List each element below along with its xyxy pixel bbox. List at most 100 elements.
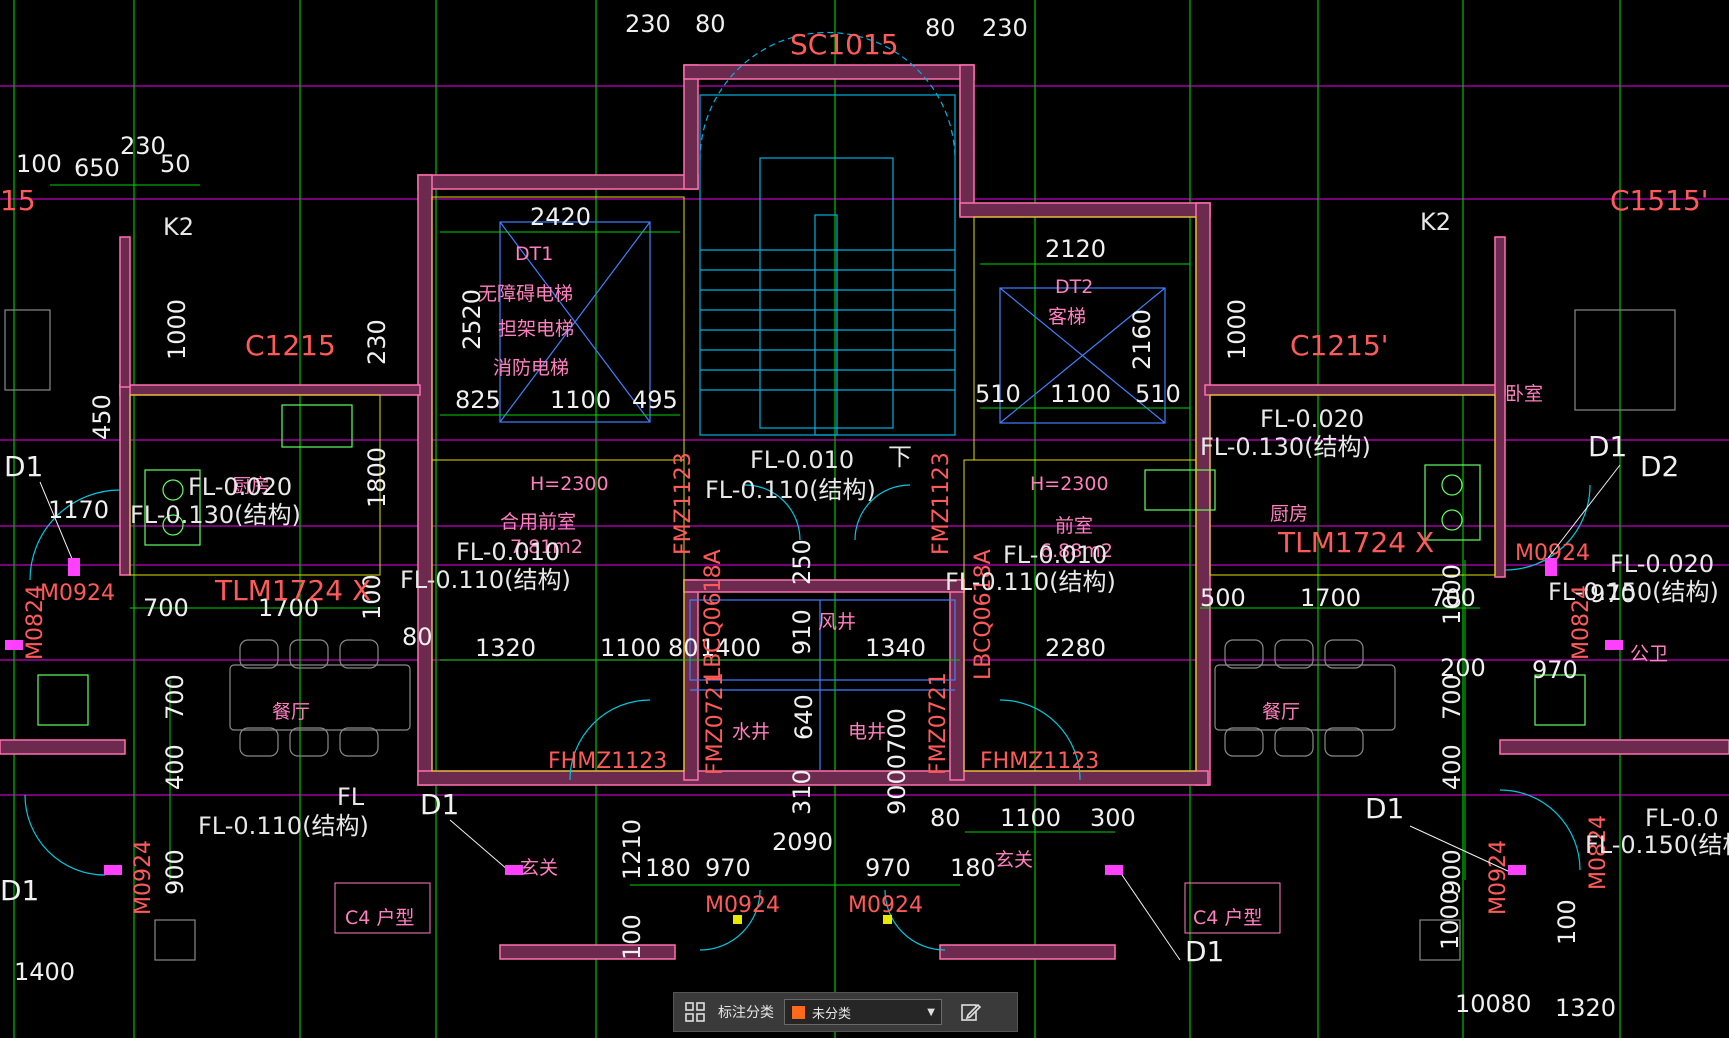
wall-segment xyxy=(499,944,676,960)
dimension-lines xyxy=(50,184,1480,886)
category-color-swatch xyxy=(791,1004,806,1020)
dim-text: 50 xyxy=(160,150,191,178)
dim-text: 700 xyxy=(1438,674,1466,720)
room-label: 玄关 xyxy=(520,857,558,879)
marker xyxy=(1105,865,1123,875)
room-label: 消防电梯 xyxy=(493,357,569,379)
dim-text: 230 xyxy=(625,10,671,38)
door-tag: FMZ0721 xyxy=(926,672,951,775)
edit-icon-svg xyxy=(961,1003,982,1021)
burner xyxy=(162,479,184,501)
dim-text: 900 xyxy=(161,849,189,895)
dim-text: 1170 xyxy=(48,496,109,524)
dim-text: 180 xyxy=(950,854,996,882)
level-text: K2 xyxy=(163,213,194,241)
door-tag: FHMZ1123 xyxy=(548,749,667,774)
dim-text: 1000 xyxy=(1436,889,1464,950)
room-label: C4 户型 xyxy=(1193,907,1262,929)
door-label: TLM1724 X xyxy=(1277,526,1434,559)
level-text: FL-0.010 xyxy=(750,446,854,474)
edit-icon[interactable] xyxy=(956,997,986,1027)
window-label: C1215 xyxy=(245,329,336,362)
wall-segment xyxy=(1204,384,1506,396)
level-text: FL-0.110(结构) xyxy=(705,476,876,504)
door-tag: FMZ1123 xyxy=(671,452,696,555)
classify-dropdown[interactable]: 未分类 ▼ xyxy=(784,999,942,1025)
door-tag: FHMZ1123 xyxy=(980,749,1099,774)
detail-tag: D1 xyxy=(1365,792,1404,825)
bed xyxy=(1574,309,1676,411)
dimension-texts: 230 80 80 230 100 650 230 50 2420 2120 8… xyxy=(14,10,1636,1022)
door-arc xyxy=(884,889,946,951)
dim-text: 1400 xyxy=(14,958,75,986)
marker xyxy=(5,640,23,650)
window-label: C1515' xyxy=(1610,184,1709,217)
dim-text: 1100 xyxy=(1050,380,1111,408)
dim-text: 2520 xyxy=(458,289,486,350)
room-label: 餐厅 xyxy=(272,701,310,723)
door-tag: LBCQ0618A xyxy=(701,549,726,680)
room-label: 厨房 xyxy=(1270,503,1308,525)
dim-text: 510 xyxy=(1135,380,1181,408)
dim-text: 9000700 xyxy=(883,708,911,815)
dim-text: 2160 xyxy=(1128,309,1156,370)
dim-text: 970 xyxy=(1590,580,1636,608)
door-arc xyxy=(999,699,1081,781)
dining-table xyxy=(1214,664,1396,731)
level-text: FL-0.020 xyxy=(1260,405,1364,433)
basin xyxy=(37,674,89,726)
room-label: C4 户型 xyxy=(345,907,414,929)
door-arc xyxy=(29,489,121,581)
room-label: 厨房 xyxy=(232,475,270,497)
level-text: FL xyxy=(337,783,365,811)
level-text: FL-0.150(结构) xyxy=(1585,831,1729,859)
dim-text: 100 xyxy=(618,914,646,960)
dim-text: 1340 xyxy=(865,634,926,662)
dim-text: 700 xyxy=(1430,584,1476,612)
dim-text: 180 xyxy=(645,854,691,882)
wall-segment xyxy=(683,579,965,593)
stove xyxy=(1424,464,1481,541)
grid-apps-icon[interactable] xyxy=(682,999,708,1025)
dim-text: 640 xyxy=(790,694,818,740)
dim-text: 910 xyxy=(788,609,816,655)
room-label: 无障碍电梯 xyxy=(478,283,573,305)
dim-text: 1700 xyxy=(258,594,319,622)
dim-text: 80 xyxy=(925,14,956,42)
dim-text: 230 xyxy=(982,14,1028,42)
level-text: K2 xyxy=(1420,208,1451,236)
leader-lines xyxy=(39,464,1621,961)
room-label: DT1 xyxy=(515,243,553,265)
dim-text: 700 xyxy=(161,674,189,720)
wall-segment xyxy=(119,236,131,388)
wall-segment xyxy=(1499,739,1729,755)
wall-segment xyxy=(959,64,975,216)
leader-line xyxy=(1409,825,1511,873)
door-arc xyxy=(1499,789,1581,871)
marker xyxy=(733,915,742,924)
room-outline xyxy=(1209,394,1496,576)
door-tag: M0924 xyxy=(705,893,780,918)
level-text: FL-0.130(结构) xyxy=(1200,433,1371,461)
dim-text: 250 xyxy=(788,539,816,585)
leader-line xyxy=(449,819,509,871)
room-label: 风井 xyxy=(818,611,856,633)
dim-text: 2420 xyxy=(530,203,591,231)
dim-text: 2280 xyxy=(1045,634,1106,662)
dim-text: 80 xyxy=(930,804,961,832)
level-text: FL-0.130(结构) xyxy=(130,501,301,529)
chair xyxy=(339,727,379,757)
dim-text: 2120 xyxy=(1045,235,1106,263)
dim-text: 1400 xyxy=(700,634,761,662)
room-outline xyxy=(963,459,1197,772)
dim-text: 10080 xyxy=(1455,990,1531,1018)
dim-text: 80 xyxy=(695,10,726,38)
level-text: FL-0.110(结构) xyxy=(400,566,571,594)
dim-text: 80 xyxy=(402,623,433,651)
leader-line xyxy=(39,481,76,567)
room-labels: DT1 DT2 无障碍电梯 担架电梯 消防电梯 客梯 H=2300 H=2300… xyxy=(232,243,1668,929)
room-label: 电井 xyxy=(848,721,886,743)
door-arc xyxy=(854,484,911,541)
